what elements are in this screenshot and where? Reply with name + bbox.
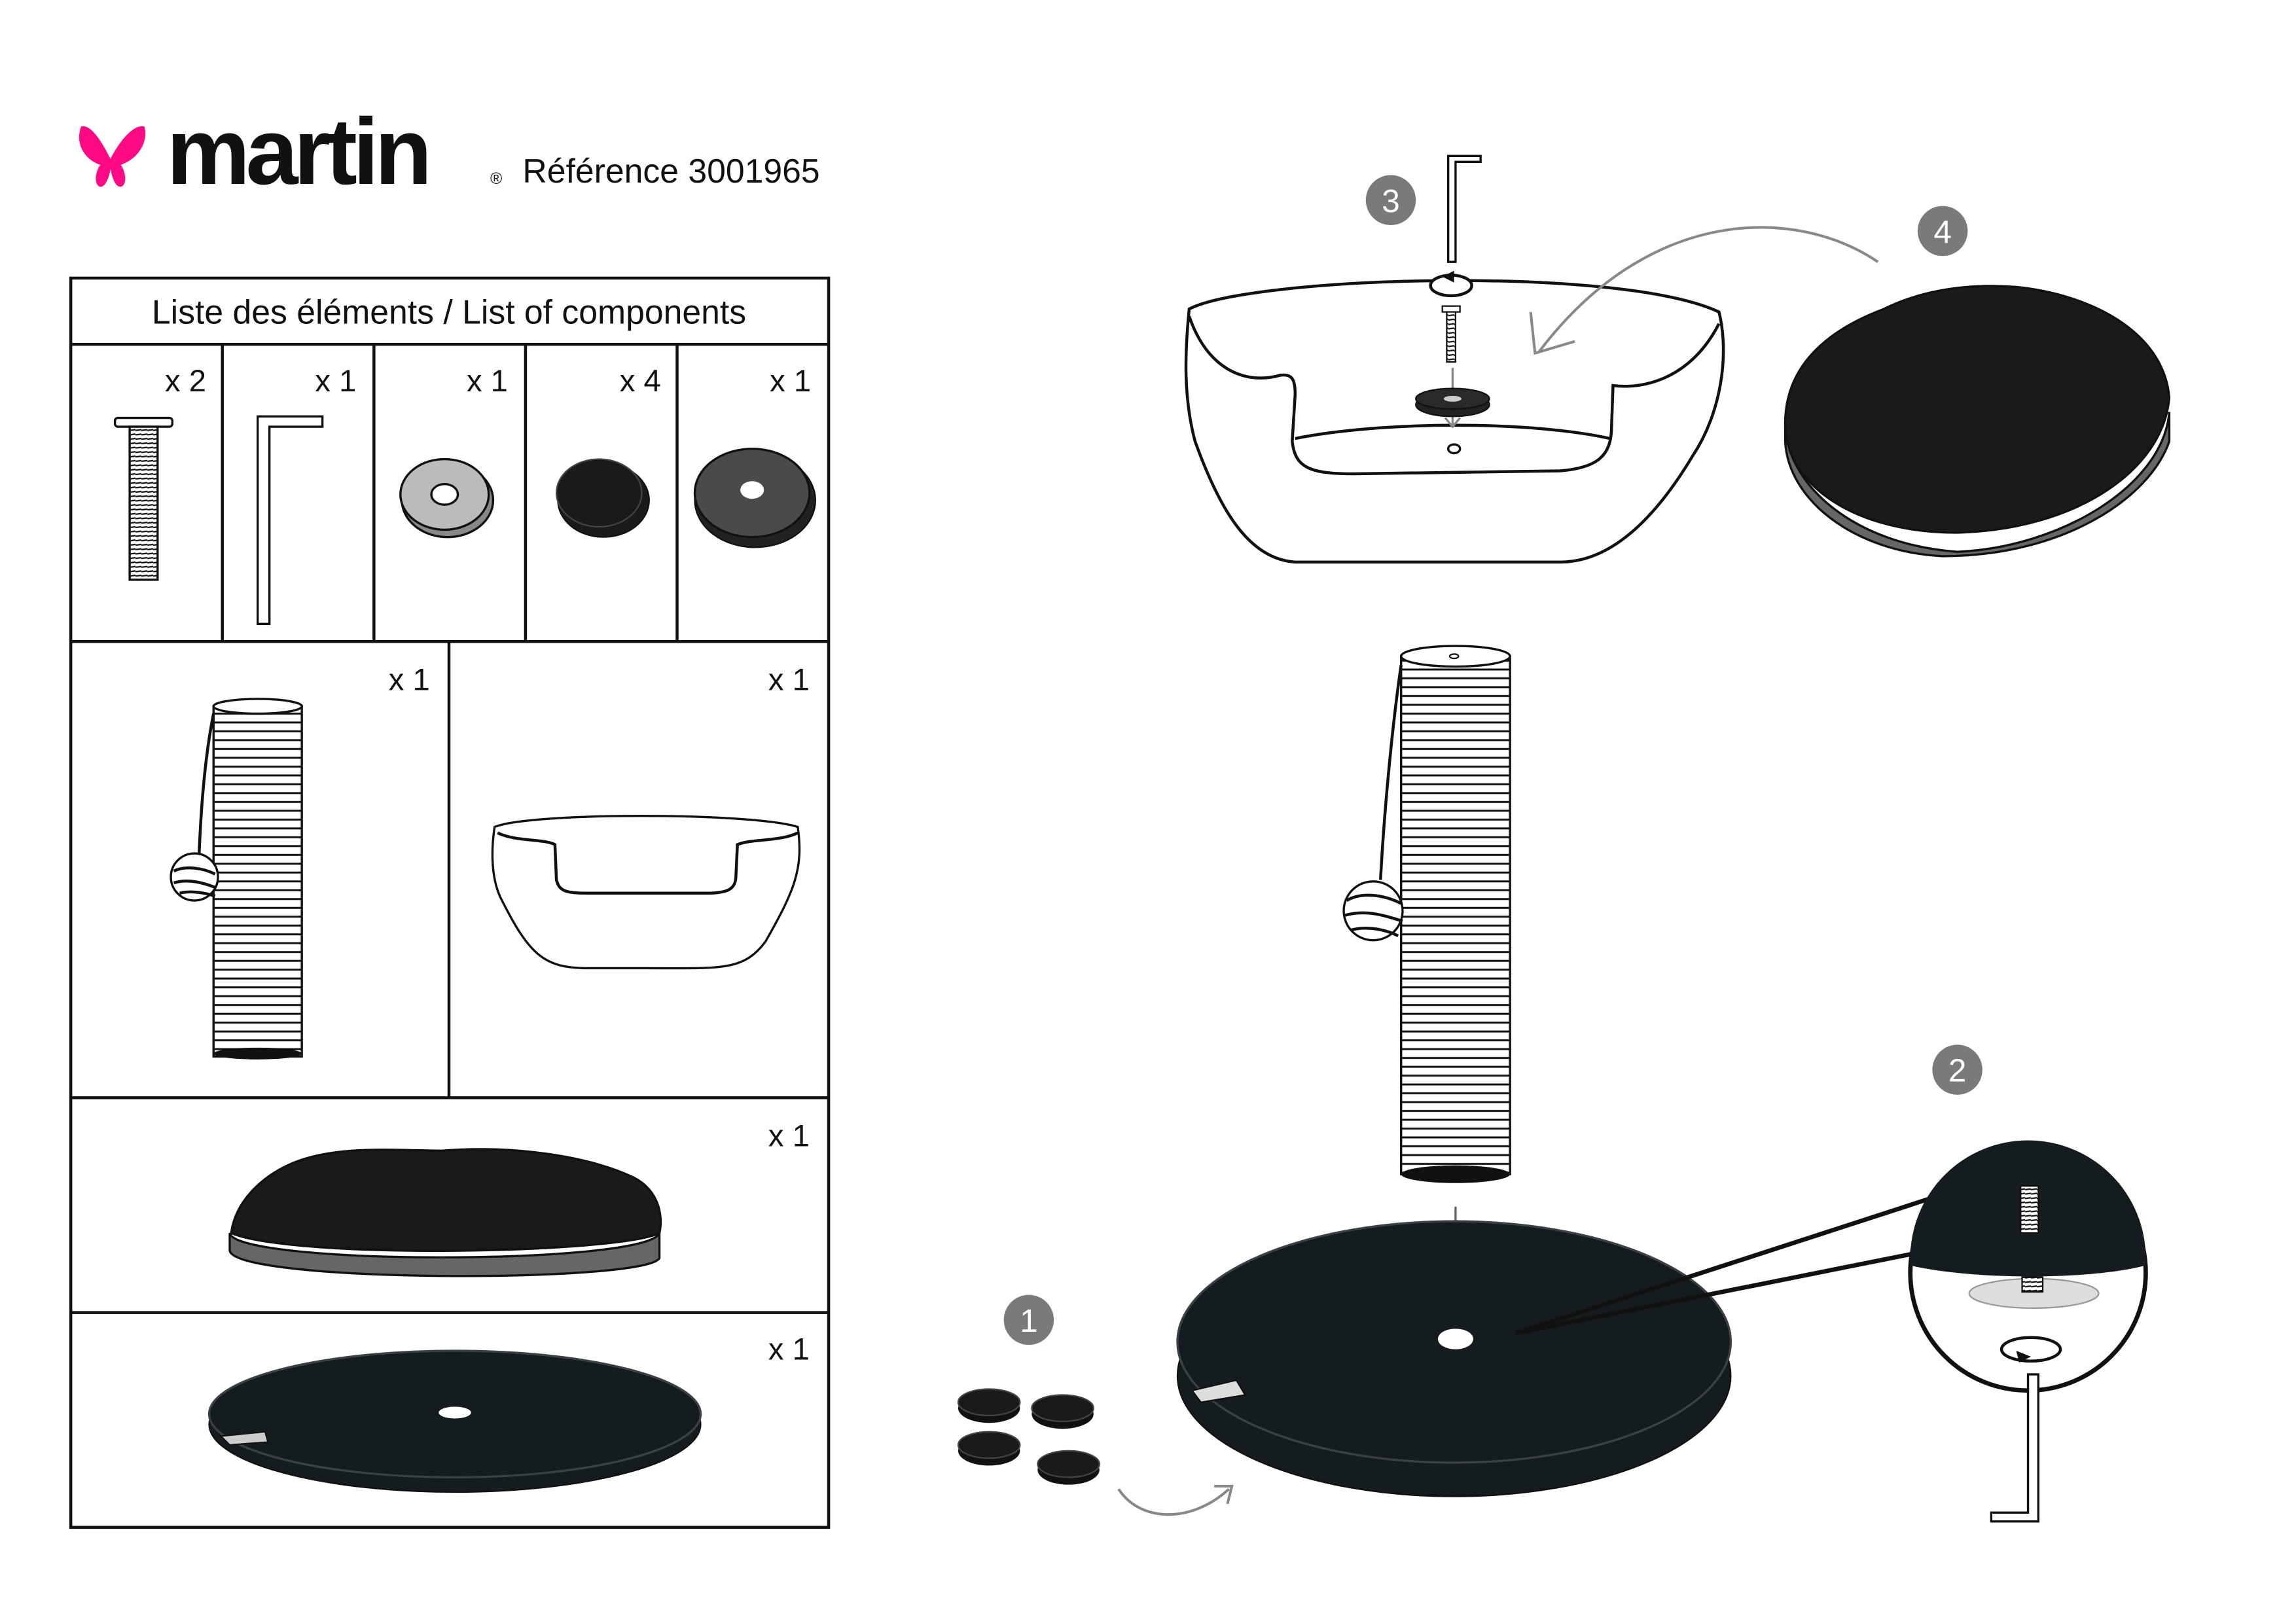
foot-pads-illustration [957,1388,1100,1485]
component-basket: x 1 [491,663,810,970]
step-badge-2: 2 [1932,1044,1982,1095]
component-qty: x 4 [620,364,661,399]
component-qty: x 1 [768,1332,810,1367]
allen-key-icon [1446,154,1482,263]
step-badge-3: 3 [1365,175,1416,226]
component-qty: x 1 [768,1119,810,1154]
svg-text:3: 3 [1382,183,1400,219]
svg-text:1: 1 [1020,1303,1038,1339]
component-washer: x 1 [399,364,508,539]
component-screw: x 2 [113,364,206,581]
component-scratching-post: x 1 [170,663,430,1060]
brand-logo: martin ® [79,99,502,204]
component-qty: x 1 [389,663,430,698]
component-qty: x 1 [768,663,810,698]
arrow-icon [1537,226,1879,354]
component-foot-pad: x 4 [556,364,661,538]
butterfly-icon [79,126,146,187]
brand-name: martin [166,99,427,204]
component-qty: x 1 [770,364,811,399]
scratching-post-illustration [1342,645,1511,1183]
component-base-plate: x 1 [207,1332,810,1493]
reference-number: Référence 3001965 [522,152,819,190]
step-badge-1: 1 [1003,1294,1054,1346]
components-table: Liste des éléments / List of components … [69,276,831,1529]
curved-arrow-icon [1117,1488,1230,1516]
component-qty: x 1 [315,364,356,399]
component-qty: x 2 [165,364,206,399]
component-cushion: x 1 [228,1119,810,1277]
cushion-illustration [1784,285,2171,558]
detail-magnifier [1908,1140,2148,1523]
component-spacer-washer: x 1 [693,364,816,548]
svg-text:2: 2 [1948,1053,1967,1089]
table-title: Liste des éléments / List of components [152,293,746,331]
component-allen-key: x 1 [257,364,356,626]
component-qty: x 1 [467,364,508,399]
step-badge-4: 4 [1917,205,1968,257]
base-plate-illustration [1176,1197,1929,1497]
basket-assembly-illustration [1184,154,1725,564]
svg-text:4: 4 [1933,214,1952,250]
registered-mark: ® [490,170,502,188]
